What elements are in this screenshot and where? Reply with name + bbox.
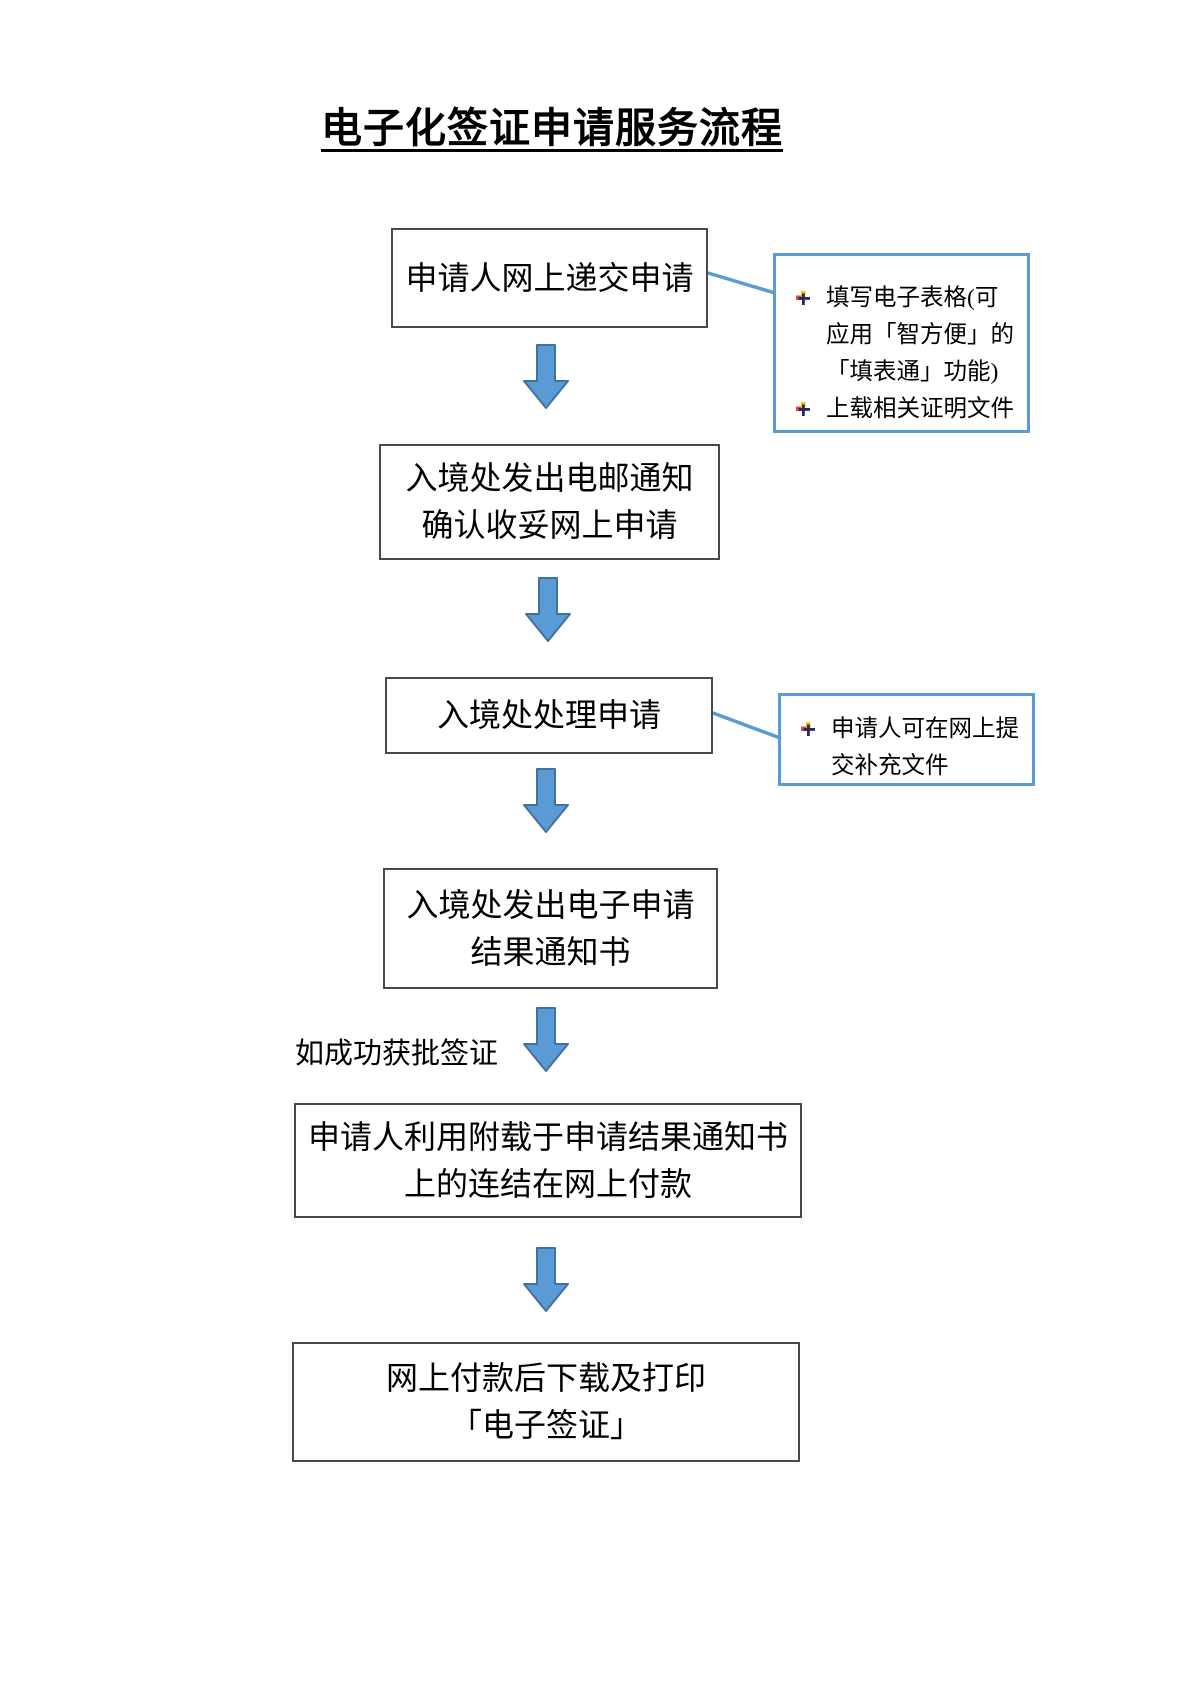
down-arrow-icon [523,768,569,833]
plus-bullet-icon [796,402,810,416]
plus-bullet-icon [801,722,815,736]
down-arrow-icon [525,577,571,642]
step-box-online-payment: 申请人利用附载于申请结果通知书 上的连结在网上付款 [294,1103,802,1218]
connector-line-step1-callout1 [706,271,777,295]
connector-line-step3-callout2 [711,711,782,740]
down-arrow-icon [523,1247,569,1312]
list-item: 申请人可在网上提交补充文件 [801,711,1022,785]
list-item: 上载相关证明文件 [796,391,1017,428]
step-box-submit-application: 申请人网上递交申请 [391,228,708,328]
callout-box-supplementary-documents: 申请人可在网上提交补充文件 [778,693,1035,786]
branch-condition-label: 如成功获批签证 [295,1038,499,1070]
callout-item-text: 上载相关证明文件 [826,396,1014,422]
step-box-download-print-evisa: 网上付款后下载及打印 「电子签证」 [292,1342,800,1462]
step-box-processing: 入境处处理申请 [385,677,713,754]
down-arrow-icon [523,344,569,409]
step-box-result-notification: 入境处发出电子申请 结果通知书 [383,868,718,989]
page-title: 电子化签证申请服务流程 [321,105,783,151]
callout-item-text: 填写电子表格(可应用「智方便」的「填表通」功能) [826,285,1014,385]
step-box-email-acknowledgement: 入境处发出电邮通知 确认收妥网上申请 [379,444,720,560]
callout-item-text: 申请人可在网上提交补充文件 [831,716,1019,779]
down-arrow-icon [523,1007,569,1072]
callout-box-submit-notes: 填写电子表格(可应用「智方便」的「填表通」功能) 上载相关证明文件 [773,253,1030,433]
plus-bullet-icon [796,291,810,305]
list-item: 填写电子表格(可应用「智方便」的「填表通」功能) [796,280,1017,391]
